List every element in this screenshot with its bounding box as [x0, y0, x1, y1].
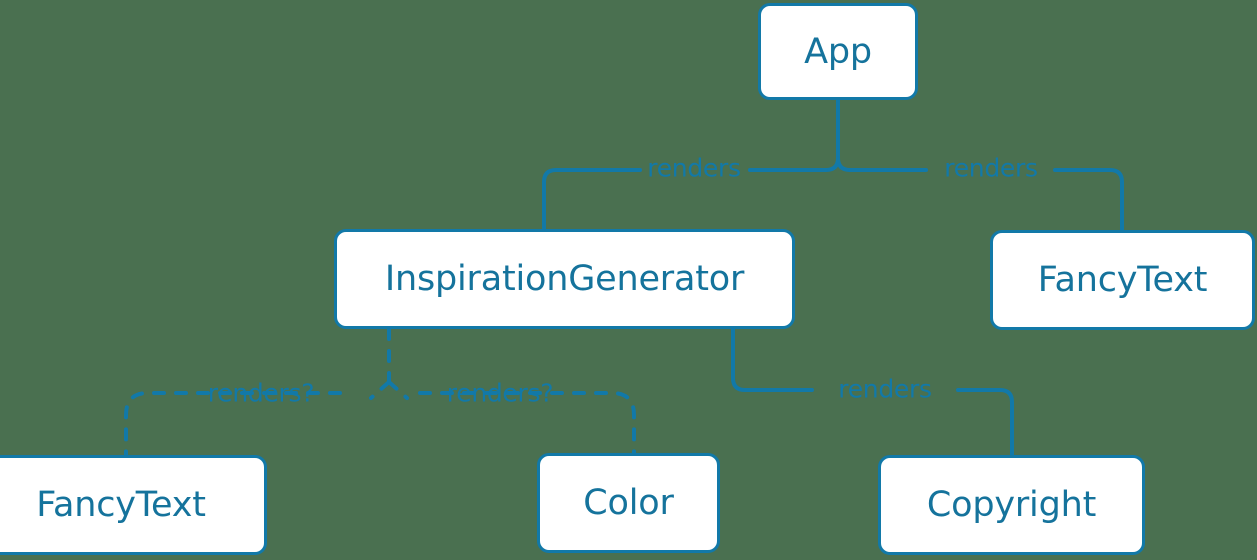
edge-inspiration-generator-copyright-rail [956, 388, 1014, 457]
edge-dashed-junction-left [369, 380, 391, 400]
node-inspiration-generator-label: InspirationGenerator [384, 259, 745, 299]
edge-label-inspiration-generator-fancytext: renders? [207, 378, 315, 408]
node-color[interactable]: Color [537, 453, 720, 553]
node-fancytext-right[interactable]: FancyText [990, 230, 1255, 330]
edge-app-stem-left [824, 156, 840, 172]
edge-app-inspiration-generator [542, 168, 598, 231]
edge-inspiration-generator-copyright [731, 327, 814, 392]
edge-label-app-inspiration-generator: renders [647, 153, 741, 183]
edge-label-app-fancytext: renders [944, 153, 1038, 183]
edge-label-inspiration-generator-copyright: renders [838, 374, 932, 404]
node-color-label: Color [583, 483, 674, 523]
edge-inspiration-generator-fancytext [124, 391, 342, 457]
node-inspiration-generator[interactable]: InspirationGenerator [334, 229, 795, 329]
edge-inspiration-generator-color [418, 391, 636, 455]
node-app-label: App [804, 31, 872, 72]
node-fancytext-right-label: FancyText [1037, 260, 1208, 300]
edge-app-fancytext-rail [1053, 168, 1124, 232]
node-app[interactable]: App [758, 3, 918, 100]
node-fancytext-left-label: FancyText [36, 485, 206, 525]
node-fancytext-left[interactable]: FancyText [0, 455, 267, 555]
node-copyright[interactable]: Copyright [878, 455, 1145, 555]
edge-label-inspiration-generator-color: renders? [446, 378, 554, 408]
edge-dashed-junction-right [387, 380, 409, 400]
node-copyright-label: Copyright [926, 485, 1097, 525]
